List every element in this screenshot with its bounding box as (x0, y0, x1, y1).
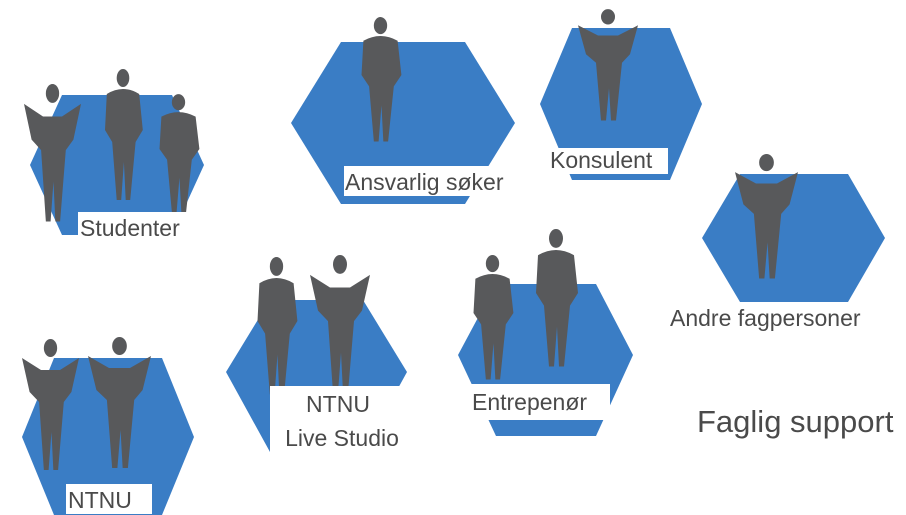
group-konsulent: Konsulent (540, 9, 702, 180)
group-studenter: Studenter (24, 69, 204, 241)
group-andre-fagpersoner: Andre fagpersoner (668, 154, 885, 332)
group-entreprenor: Entrepenør (458, 228, 633, 436)
label-background (66, 484, 152, 514)
label-studenter: Studenter (80, 215, 180, 241)
label-entreprenor: Entrepenør (472, 389, 587, 415)
label-ntnu: NTNU (68, 487, 132, 513)
label-konsulent: Konsulent (550, 147, 653, 173)
group-ansvarlig-soker: Ansvarlig søker (291, 17, 516, 204)
hexagon-ansvarlig-soker (291, 42, 515, 204)
label-ansvarlig-soker: Ansvarlig søker (345, 169, 504, 195)
faglig-support-label: Faglig support (697, 404, 894, 439)
label-ntnu-live-studio-line1: NTNU (306, 391, 370, 417)
label-background (668, 302, 880, 332)
label-background (78, 212, 188, 240)
group-ntnu-live-studio: NTNU Live Studio (226, 254, 410, 452)
label-andre-fagpersoner: Andre fagpersoner (670, 305, 861, 331)
hexagon-konsulent (540, 28, 702, 180)
label-background (344, 166, 516, 196)
label-background (468, 384, 610, 420)
label-background (270, 386, 410, 452)
label-ntnu-live-studio-line2: Live Studio (285, 425, 399, 451)
label-background (548, 148, 668, 174)
hexagon-andre-fagpersoner (702, 174, 885, 302)
group-ntnu: NTNU (22, 337, 194, 515)
